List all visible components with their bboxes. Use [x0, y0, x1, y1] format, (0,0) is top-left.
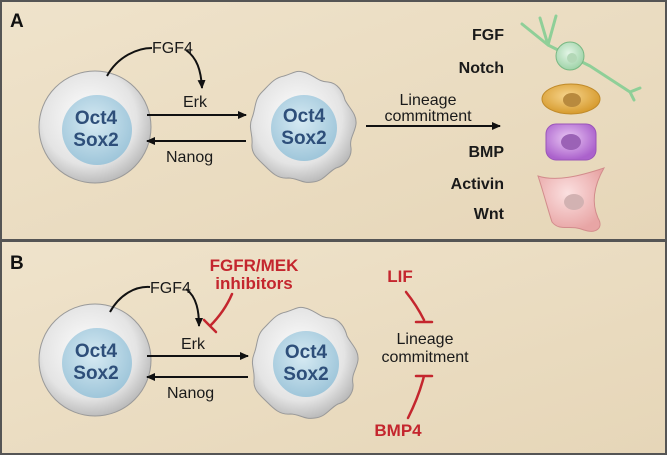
- oval-cell-icon: [541, 83, 601, 115]
- signal-bmp: BMP: [468, 144, 504, 161]
- primed-cell-2: Oct4 Sox2: [249, 70, 357, 183]
- mesenchymal-cell-icon: [537, 167, 606, 232]
- lif-label: LIF: [387, 267, 413, 286]
- cell1b-label-oct4: Oct4: [75, 341, 118, 362]
- signal-activin: Activin: [451, 176, 504, 193]
- erk-label-b: Erk: [181, 336, 206, 353]
- stem-cell-1-b: Oct4 Sox2: [38, 303, 152, 417]
- panel-a: A Oct4 Sox2 FGF4 Erk Nanog Oct4 Sox2 Lin…: [10, 11, 642, 232]
- nanog-label-b: Nanog: [167, 385, 214, 402]
- cell1b-label-sox2: Sox2: [73, 363, 118, 384]
- signal-fgf: FGF: [472, 27, 504, 44]
- fgf4-loop-arrow-b: [109, 285, 199, 326]
- lineage-b-line2: commitment: [381, 349, 469, 366]
- fgf4-label-b: FGF4: [150, 280, 191, 297]
- bmp4-blunt-arrow: [406, 374, 434, 420]
- signal-notch: Notch: [459, 60, 504, 77]
- inhibitor-blunt-arrow: [202, 292, 234, 334]
- lif-blunt-arrow: [404, 290, 434, 324]
- cell2-label-sox2: Sox2: [281, 128, 326, 149]
- purple-cell-icon: [545, 123, 597, 161]
- lineage-label-line2: commitment: [384, 108, 472, 125]
- erk-label: Erk: [183, 94, 208, 111]
- inhibitors-label-line2: inhibitors: [215, 274, 292, 293]
- fgf4-label: FGF4: [152, 40, 193, 57]
- signal-wnt: Wnt: [474, 206, 505, 223]
- nanog-label: Nanog: [166, 149, 213, 166]
- cell2b-label-sox2: Sox2: [283, 364, 328, 385]
- inhibitors-label-line1: FGFR/MEK: [210, 256, 299, 275]
- panel-b-label: B: [10, 253, 24, 274]
- stem-cell-1: Oct4 Sox2: [38, 70, 152, 184]
- cell2-label-oct4: Oct4: [283, 106, 326, 127]
- lineage-b-line1: Lineage: [397, 331, 454, 348]
- fgf4-loop-arrow: [106, 47, 202, 88]
- panel-b: B Oct4 Sox2 FGF4 FGFR/MEK inhibitors Erk…: [10, 253, 469, 440]
- bmp4-label: BMP4: [374, 421, 422, 440]
- neuron-cell-icon: [520, 14, 642, 102]
- primed-cell-2-b: Oct4 Sox2: [251, 306, 359, 419]
- panel-a-label: A: [10, 11, 24, 32]
- cell1-label-sox2: Sox2: [73, 130, 118, 151]
- cell1-label-oct4: Oct4: [75, 108, 118, 129]
- lineage-label-line1: Lineage: [400, 92, 457, 109]
- cell2b-label-oct4: Oct4: [285, 342, 328, 363]
